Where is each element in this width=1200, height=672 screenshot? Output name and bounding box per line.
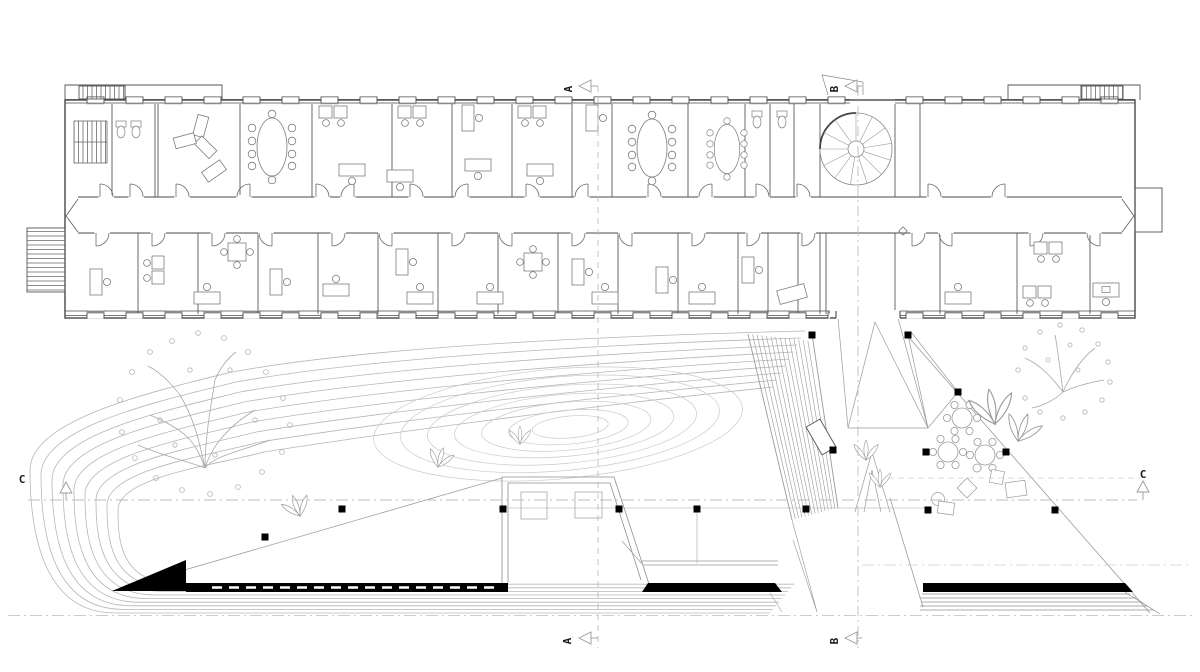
internal-staircase	[73, 120, 108, 164]
office-furniture-bottom	[89, 235, 1120, 307]
exterior-wall	[64, 99, 1136, 319]
terraced-landscape	[29, 330, 806, 614]
balcony-right	[1007, 84, 1141, 100]
partitions-bottom	[137, 233, 1091, 314]
tree-icon-right	[1015, 322, 1113, 421]
amphitheater-steps	[747, 333, 839, 613]
plaza-furniture	[277, 384, 1047, 523]
pinwheel-desks	[172, 113, 228, 183]
section-marker-a-bottom: A	[561, 637, 574, 644]
canopy-structure	[821, 74, 959, 513]
balcony-left	[64, 84, 223, 100]
section-wall-fills	[112, 560, 1133, 592]
section-arrow-b-bottom-icon	[843, 631, 862, 645]
site-plan	[29, 74, 1161, 615]
exterior-stair-left	[26, 227, 66, 293]
office-furniture-top	[115, 104, 788, 192]
corridor-end-doors	[65, 198, 1135, 236]
section-arrows	[59, 79, 1150, 645]
section-arrow-b-top-icon	[843, 79, 862, 93]
entrance-gap	[836, 310, 900, 319]
section-arrow-a-bottom-icon	[577, 631, 598, 645]
section-marker-c-left: C	[19, 473, 26, 486]
steps-right	[920, 591, 1161, 615]
tree-icon-left	[117, 330, 293, 497]
contour-lines	[373, 366, 743, 482]
section-marker-a-top: A	[562, 85, 575, 92]
section-marker-b-bottom: B	[828, 637, 841, 644]
section-arrow-a-top-icon	[577, 79, 598, 93]
building-plan	[26, 84, 1163, 319]
section-arrow-c-left-icon	[59, 481, 73, 500]
section-marker-c-right: C	[1140, 468, 1147, 481]
sunken-courtyard	[501, 476, 930, 585]
partitions-top	[111, 104, 921, 197]
spiral-staircase	[819, 112, 893, 186]
section-lines: A A B B C C	[8, 79, 1195, 648]
section-arrow-c-right-icon	[1136, 480, 1150, 500]
east-porch	[1134, 187, 1163, 233]
section-marker-b-top: B	[828, 85, 841, 92]
window-strips	[65, 96, 1135, 319]
